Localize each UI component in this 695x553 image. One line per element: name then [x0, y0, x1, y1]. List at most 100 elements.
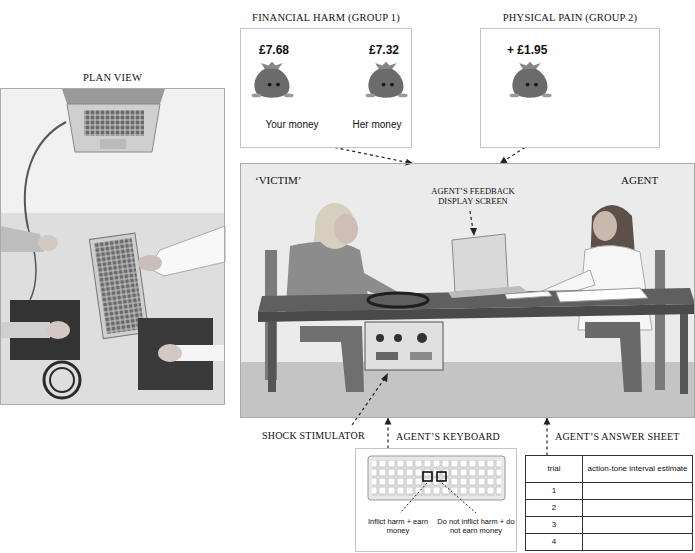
person-label: AGENT: [619, 174, 660, 187]
dashed-arrow: [385, 418, 392, 449]
keyboard-illustration: [400, 483, 427, 513]
setup-photo-frame: ‘VICTIM’AGENTAGENT’S FEEDBACK DISPLAY SC…: [240, 163, 695, 418]
experiment-photo: [300, 326, 364, 392]
physical-pain-panel: PHYSICAL PAIN (GROUP 2)+ £1.95: [480, 28, 660, 148]
experiment-photo: [365, 322, 443, 370]
money-bag: [368, 69, 403, 98]
dashed-line: [335, 148, 413, 164]
experiment-photo: [258, 304, 695, 322]
plan-view-photo: [0, 88, 225, 405]
plan-view-photo: [84, 110, 144, 136]
experiment-photo: [655, 250, 665, 390]
money-bag: [398, 93, 408, 97]
experiment-photo: [376, 334, 384, 342]
arrowhead: [544, 418, 551, 425]
plan-view-photo: [62, 89, 165, 104]
key-caption: Do not inflict harm + do not earn money: [436, 517, 516, 535]
keyboard-illustration: [423, 472, 432, 481]
experiment-photo: [394, 334, 402, 342]
plan-view-photo: [158, 344, 182, 362]
money-bag: [510, 93, 520, 97]
plan-view-photo: [46, 321, 70, 339]
plan-view-photo: [0, 88, 225, 405]
table-header-cell: trial: [525, 455, 583, 483]
plan-view-photo: [0, 88, 225, 213]
table-cell: [582, 499, 693, 517]
plan-view-photo: [50, 368, 74, 392]
money-caption: Her money: [345, 119, 409, 131]
experiment-photo: [240, 163, 695, 418]
plan-view-photo: [25, 122, 66, 228]
dashed-arrow: [544, 418, 551, 456]
callout-label: AGENT’S ANSWER SHEET: [555, 431, 680, 443]
panel-heading: FINANCIAL HARM (GROUP 1): [252, 12, 400, 25]
table-cell: [582, 482, 693, 500]
table-cell: 1: [525, 482, 583, 500]
money-bag: [542, 93, 552, 97]
money-amount: £7.32: [369, 43, 399, 57]
key-caption: Inflict harm + earn money: [360, 517, 436, 535]
financial-harm-panel: FINANCIAL HARM (GROUP 1)£7.68£7.32Your m…: [240, 28, 412, 148]
experiment-photo: [505, 291, 552, 299]
experiment-photo: [452, 234, 508, 292]
leader-arrowhead: [470, 228, 477, 236]
money-amount: £7.68: [259, 43, 289, 57]
money-bag: [366, 93, 376, 97]
panel-heading: PLAN VIEW: [83, 72, 142, 85]
money-bag: [526, 83, 530, 87]
keyboard-illustration: [437, 472, 446, 481]
money-bag: [382, 83, 386, 87]
table-header-cell: action-tone interval estimate: [582, 455, 693, 483]
experiment-photo: [268, 322, 276, 392]
plan-view-photo: [38, 235, 58, 251]
table-cell: 4: [525, 533, 583, 551]
experiment-photo: [680, 314, 688, 394]
experiment-photo: [368, 293, 428, 307]
callout-label: AGENT’S KEYBOARD: [396, 431, 500, 443]
keyboard-illustration: [368, 456, 505, 513]
experiment-photo: [556, 288, 648, 302]
experiment-photo: [417, 333, 427, 343]
money-bag: [366, 62, 408, 98]
table-cell: [582, 516, 693, 534]
money-bag: [252, 62, 294, 98]
money-bag: [252, 93, 262, 97]
callout-label: AGENT’S FEEDBACK DISPLAY SCREEN: [411, 186, 535, 206]
money-bag: [519, 62, 541, 69]
plan-view-photo: [94, 238, 144, 334]
money-bag: [534, 83, 538, 87]
plan-view-photo: [148, 226, 225, 276]
table-cell: [582, 533, 693, 551]
keyboard-panel: AGENT’S KEYBOARDInflict harm + earn mone…: [355, 448, 517, 552]
leader-arrowhead: [381, 228, 477, 382]
keyboard-illustration: [372, 460, 501, 496]
experiment-photo: [585, 322, 642, 392]
part-label: SHOCK STIMULATOR: [262, 430, 365, 442]
plan-view-photo: [100, 139, 126, 149]
keyboard-illustration: [442, 483, 476, 513]
experiment-photo: [578, 245, 652, 330]
money-bag: [276, 83, 280, 87]
money-bag: [510, 62, 552, 98]
keyboard-illustration: [368, 456, 505, 500]
dashed-line: [500, 148, 525, 164]
money-bag: [375, 62, 397, 69]
money-amount: + £1.95: [507, 43, 547, 57]
plan-view-photo: [138, 255, 162, 271]
plan-view-photo: [175, 345, 225, 361]
answer-sheet-table: AGENT’S ANSWER SHEETtrialaction-tone int…: [525, 455, 693, 553]
experiment-photo: [376, 352, 398, 360]
plan-view-photo: [44, 362, 80, 398]
money-bag: [268, 83, 272, 87]
table-cell: 2: [525, 499, 583, 517]
money-bag: [254, 69, 289, 98]
money-bag: [390, 83, 394, 87]
experiment-photo: [334, 214, 358, 244]
leader-line: [470, 211, 473, 230]
table-cell: 3: [525, 516, 583, 534]
money-bag: [284, 93, 294, 97]
panel-heading: PHYSICAL PAIN (GROUP 2): [503, 12, 637, 25]
leader-arrowhead: [381, 373, 388, 382]
